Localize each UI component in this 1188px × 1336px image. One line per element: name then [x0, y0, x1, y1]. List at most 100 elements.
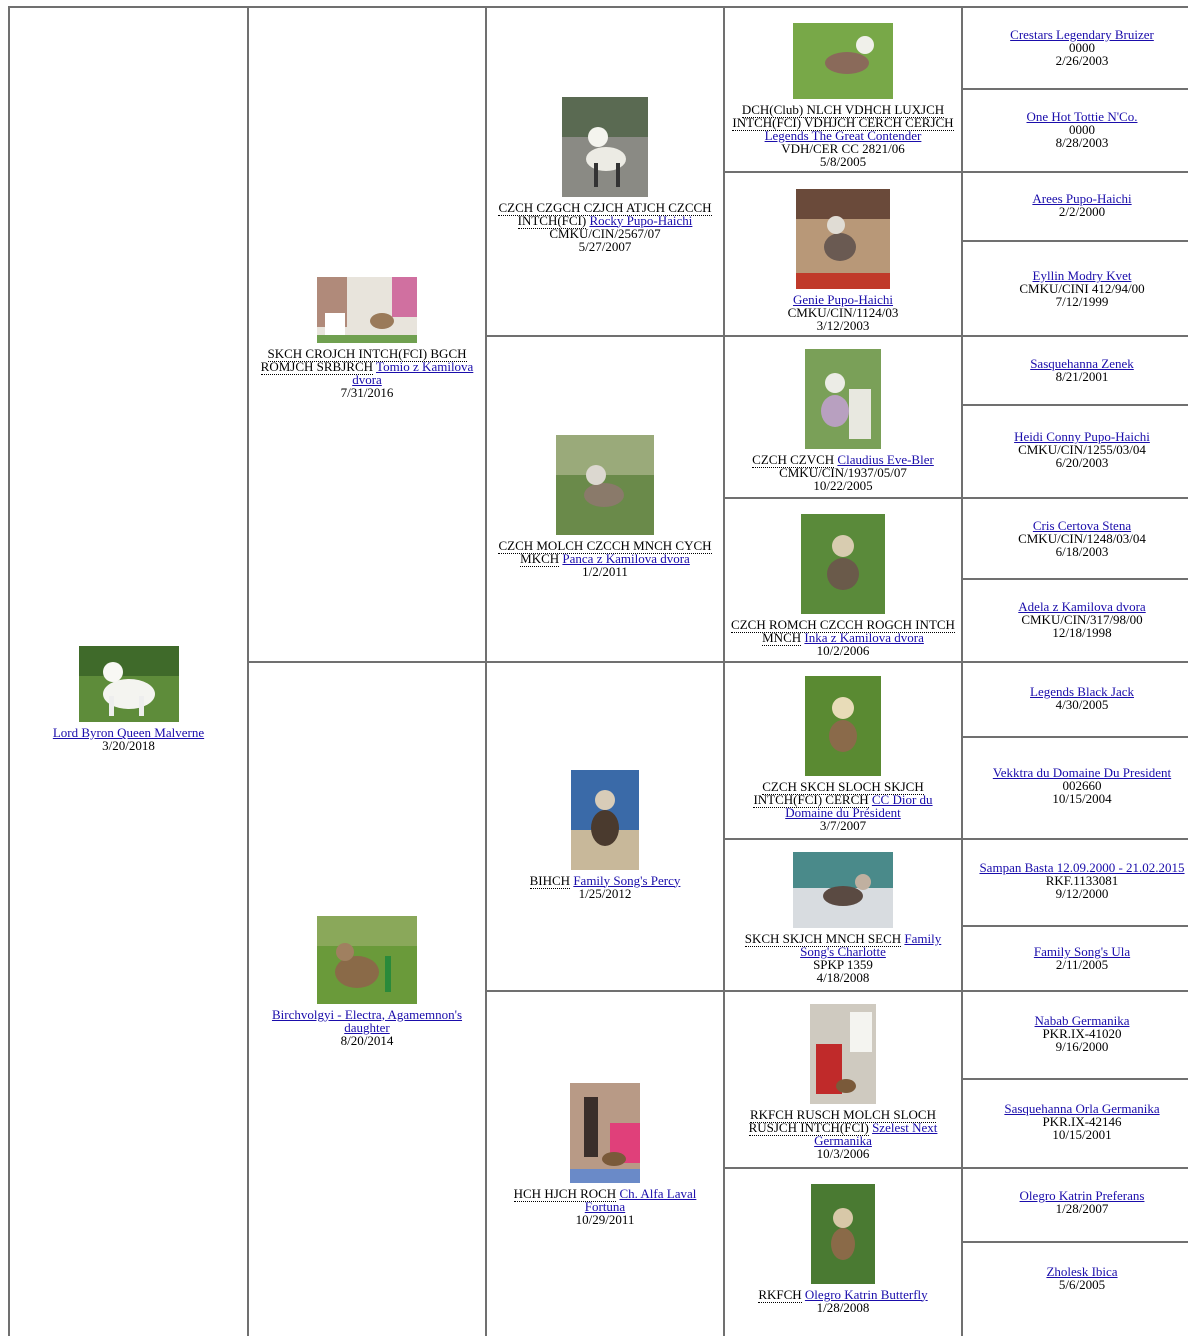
birth-date: 1/28/2008 — [816, 1299, 870, 1315]
dog-name-link[interactable]: Eyllin Modry Kvet — [1032, 268, 1132, 283]
dog-name-link[interactable]: One Hot Tottie N'Co. — [1026, 109, 1138, 124]
dog-titles: SKCH SKJCH MNCH SECH — [744, 931, 902, 947]
birth-date: 5/27/2007 — [578, 238, 632, 254]
dog-name-link[interactable]: Family Song's Percy — [573, 872, 681, 888]
pedigree-cell-gen4: SKCH SKJCH MNCH SECH Family Song's Charl… — [723, 838, 961, 992]
dog-name-link[interactable]: Adela z Kamilova dvora — [1018, 599, 1146, 614]
birth-date: 5/8/2005 — [819, 154, 867, 169]
dog-name-link[interactable]: Cris Certova Stena — [1032, 518, 1132, 533]
dog-name-link[interactable]: Rocky Pupo-Haichi — [589, 212, 693, 228]
dog-titles: CZCH SKCH SLOCH SKJCH INTCH(FCI) CERCH — [753, 778, 924, 808]
dog-name-link[interactable]: Panca z Kamilova dvora — [562, 550, 690, 566]
birth-date: 8/20/2014 — [340, 1032, 394, 1048]
pedigree-cell-gen2-sire: SKCH CROJCH INTCH(FCI) BGCH ROMJCH SRBJR… — [247, 6, 485, 663]
birth-date: 5/6/2005 — [1058, 1277, 1106, 1292]
dog-name-link[interactable]: Olegro Katrin Butterfly — [804, 1286, 928, 1302]
registration-number: CMKU/CIN/317/98/00 — [1021, 612, 1143, 627]
birth-date: 1/28/2007 — [1055, 1201, 1109, 1216]
dog-photo[interactable] — [317, 276, 417, 343]
pedigree-cell-gen4: CZCH SKCH SLOCH SKJCH INTCH(FCI) CERCH C… — [723, 661, 961, 840]
dog-name-link[interactable]: Ch. Alfa Laval Fortuna — [584, 1185, 697, 1214]
registration-number: VDH/CER CC 2821/06 — [781, 141, 905, 156]
dog-photo[interactable] — [796, 188, 890, 289]
registration-number: CMKU/CIN/1248/03/04 — [1018, 531, 1146, 546]
birth-date: 2/2/2000 — [1058, 204, 1106, 219]
dog-name-link[interactable]: Family Song's Ula — [1033, 944, 1131, 959]
birth-date: 6/18/2003 — [1055, 544, 1109, 559]
registration-number: 0000 — [1069, 122, 1095, 137]
birth-date: 4/18/2008 — [816, 970, 870, 985]
birth-date: 10/22/2005 — [813, 477, 873, 493]
dog-name-link[interactable]: Crestars Legendary Bruizer — [1010, 27, 1154, 42]
dog-name-link[interactable]: Nabab Germanika — [1034, 1013, 1130, 1028]
pedigree-cell-gen3: CZCH CZGCH CZJCH ATJCH CZCCH INTCH(FCI) … — [485, 6, 723, 337]
dog-name-link[interactable]: CC Dior du Domaine du Président — [785, 791, 933, 820]
registration-number: SPKP 1359 — [813, 957, 873, 972]
dog-name-link[interactable]: Claudius Eve-Bler — [837, 451, 934, 467]
registration-number: CMKU/CIN/1937/05/07 — [779, 464, 907, 480]
registration-number: CMKU/CIN/2567/07 — [549, 225, 661, 241]
dog-titles: RKFCH RUSCH MOLCH SLOCH RUSJCH INTCH(FCI… — [748, 1106, 936, 1136]
dog-name-link[interactable]: Vekktra du Domaine Du President — [992, 765, 1172, 780]
birth-date: 2/11/2005 — [1055, 957, 1109, 972]
dog-name-link[interactable]: Legends The Great Contender — [764, 128, 922, 143]
dog-photo[interactable] — [793, 852, 893, 928]
dog-photo[interactable] — [811, 1183, 875, 1284]
birth-date: 1/25/2012 — [578, 885, 632, 901]
dog-photo[interactable] — [556, 434, 654, 535]
dog-name-link[interactable]: Heidi Conny Pupo-Haichi — [1014, 429, 1150, 444]
birth-date: 3/20/2018 — [102, 738, 155, 753]
dog-name-link[interactable]: Szelest Next Germanika — [814, 1119, 938, 1148]
birth-date: 8/21/2001 — [1055, 369, 1109, 384]
dog-titles: CZCH ROMCH CZCCH ROGCH INTCH MNCH — [731, 616, 955, 646]
pedigree-cell-gen4: DCH(Club) NLCH VDHCH LUXJCH INTCH(FCI) V… — [723, 6, 961, 173]
birth-date: 6/20/2003 — [1055, 455, 1109, 470]
dog-photo[interactable] — [78, 646, 179, 722]
dog-photo[interactable] — [805, 675, 881, 776]
dog-photo[interactable] — [793, 23, 893, 99]
registration-number: CMKU/CINI 412/94/00 — [1019, 281, 1145, 296]
pedigree-cell-gen3: CZCH MOLCH CZCCH MNCH CYCH MKCH Panca z … — [485, 335, 723, 663]
dog-name-link[interactable]: Arees Pupo-Haichi — [1032, 191, 1132, 206]
dog-photo[interactable] — [801, 513, 885, 614]
dog-titles: BIHCH — [529, 872, 571, 889]
dog-name-link[interactable]: Sasquehanna Orla Germanika — [1004, 1101, 1160, 1116]
dog-photo[interactable] — [570, 1082, 640, 1183]
dog-titles: CZCH CZVCH — [752, 451, 835, 468]
dog-name-link[interactable]: Zholesk Ibica — [1046, 1264, 1118, 1279]
registration-number: PKR.IX-42146 — [1042, 1114, 1122, 1129]
birth-date: 9/12/2000 — [1055, 886, 1109, 901]
dog-photo[interactable] — [805, 348, 881, 449]
dog-name-link[interactable]: Birchvolgyi - Electra, Agamemnon's daugh… — [271, 1006, 463, 1035]
birth-date: 2/26/2003 — [1055, 53, 1109, 68]
pedigree-cell-gen1: Lord Byron Queen Malverne 3/20/2018 — [8, 6, 247, 1336]
dog-name-link[interactable]: Family Song's Charlotte — [800, 931, 942, 959]
dog-name-link[interactable]: Sampan Basta 12.09.2000 - 21.02.2015 — [979, 860, 1185, 875]
dog-name-link[interactable]: Inka z Kamilova dvora — [804, 629, 924, 645]
birth-date: 3/12/2003 — [816, 317, 870, 333]
dog-name-link[interactable]: Genie Pupo-Haichi — [792, 291, 893, 307]
dog-name-link[interactable]: Legends Black Jack — [1030, 684, 1134, 699]
dog-name-link[interactable]: Lord Byron Queen Malverne — [52, 725, 205, 740]
dog-name-link[interactable]: Tomio z Kamilova dvora — [352, 358, 474, 387]
dog-name-link[interactable]: Sasquehanna Zenek — [1030, 356, 1134, 371]
birth-date: 10/15/2001 — [1052, 1127, 1112, 1142]
dog-photo[interactable] — [810, 1003, 876, 1104]
dog-photo[interactable] — [571, 769, 639, 870]
registration-number: 0000 — [1069, 40, 1095, 55]
pedigree-cell-gen3: HCH HJCH ROCH Ch. Alfa Laval Fortuna 10/… — [485, 990, 723, 1336]
pedigree-cell-gen4: CZCH CZVCH Claudius Eve-Bler CMKU/CIN/19… — [723, 335, 961, 499]
dog-name-link[interactable]: Olegro Katrin Preferans — [1019, 1188, 1145, 1203]
dog-photo[interactable] — [317, 915, 417, 1004]
dog-photo[interactable] — [562, 96, 648, 197]
